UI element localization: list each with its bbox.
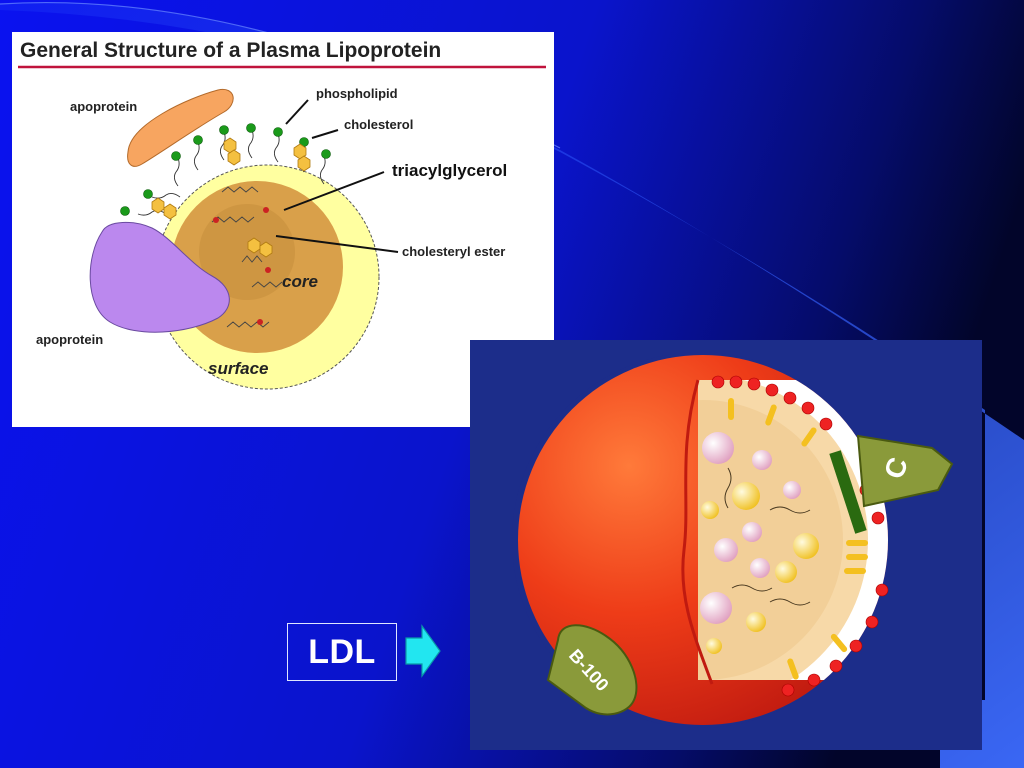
label-apoprotein-bottom: apoprotein [36, 332, 103, 347]
apoprotein-c-tag: C [829, 434, 954, 534]
label-cholesteryl-ester: cholesteryl ester [402, 244, 505, 259]
label-core: core [282, 272, 318, 291]
pointer-phospholipid [285, 99, 309, 125]
ldl-cholesterol-bars [728, 398, 868, 680]
diagram-title: General Structure of a Plasma Lipoprotei… [20, 39, 441, 62]
core-lipids [211, 186, 283, 328]
phospholipid-heads [120, 123, 331, 216]
pointer-cholesteryl-ester [275, 235, 399, 253]
label-phospholipid: phospholipid [316, 86, 398, 101]
cholesteryl-ester-molecules [247, 237, 273, 258]
right-arrow-icon [405, 624, 441, 678]
cholesterol-molecules [151, 137, 311, 220]
cut-edge [681, 379, 714, 685]
apoprotein-bottom-shape [89, 222, 230, 333]
ldl-label: LDL [308, 632, 376, 671]
label-cholesterol: cholesterol [344, 117, 413, 132]
ldl-model-panel: C B-100 [470, 340, 982, 750]
ldl-model-illustration: C B-100 [512, 352, 954, 728]
label-triacylglycerol: triacylglycerol [392, 161, 507, 180]
ester-heads [213, 207, 271, 325]
apoprotein-b100-tag: B-100 [546, 624, 638, 716]
apoprotein-top-shape [127, 88, 234, 167]
ldl-tails [724, 467, 811, 606]
label-apoprotein-top: apoprotein [70, 99, 137, 114]
lipoprotein-structure-panel: General Structure of a Plasma Lipoprotei… [12, 32, 554, 427]
core-shade [199, 204, 295, 300]
label-surface: surface [208, 359, 268, 378]
ldl-callout-box: LDL [287, 623, 397, 681]
pointer-triacylglycerol [283, 171, 385, 211]
ldl-core-lipids [700, 432, 819, 654]
lipoprotein-structure-diagram: General Structure of a Plasma Lipoprotei… [18, 39, 546, 390]
pointer-cholesterol [311, 129, 339, 139]
